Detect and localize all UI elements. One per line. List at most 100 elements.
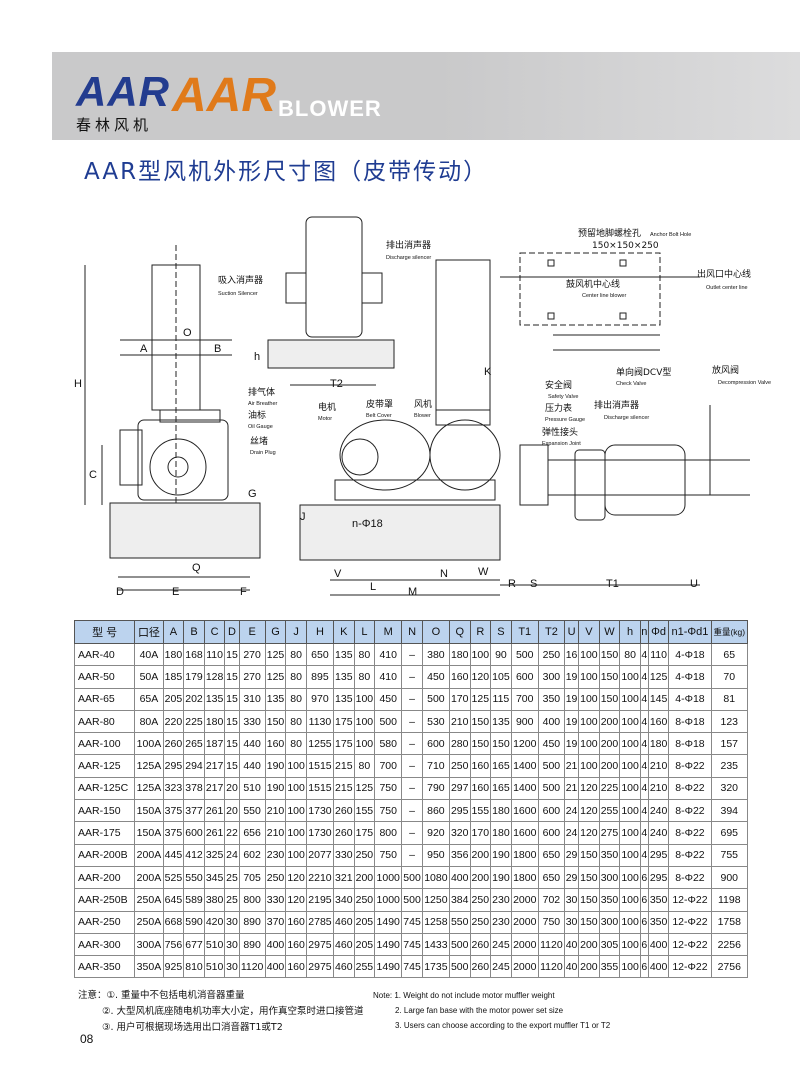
table-cell: 2000 xyxy=(510,955,539,979)
table-cell: 80 xyxy=(285,732,307,756)
table-cell: 150A xyxy=(134,799,164,823)
table-cell: 187 xyxy=(203,732,226,756)
table-cell: 450 xyxy=(421,665,450,689)
table-cell: 300A xyxy=(134,932,164,957)
table-cell: 1490 xyxy=(374,910,403,934)
table-cell: 1000 xyxy=(374,865,403,890)
table-cell: 24 xyxy=(563,799,580,823)
table-cell: 440 xyxy=(238,732,266,756)
dim-V: V xyxy=(334,568,342,580)
table-cell: 380 xyxy=(421,642,450,667)
table-cell: 100 xyxy=(469,642,492,667)
table-cell: 384 xyxy=(448,888,471,912)
table-cell: 600 xyxy=(510,665,539,689)
table-header-cell: T1 xyxy=(510,620,539,644)
table-cell: 4 xyxy=(639,665,649,689)
table-cell: 355 xyxy=(598,955,621,979)
table-cell: 160 xyxy=(469,754,492,778)
dim-C: C xyxy=(89,469,97,481)
note-cn-1: 注意：①. 重量中不包括电机消音器重量 xyxy=(78,990,245,1001)
table-cell: 500 xyxy=(401,888,423,912)
table-cell: 1250 xyxy=(421,888,450,912)
table-cell: 2975 xyxy=(305,955,334,979)
table-cell: 445 xyxy=(162,843,185,867)
logo-blower-text: BLOWER xyxy=(278,96,382,121)
table-cell: 125A xyxy=(134,754,164,778)
table-cell: 1433 xyxy=(421,932,450,957)
table-cell: 1515 xyxy=(305,754,334,778)
table-cell: 400 xyxy=(264,932,287,957)
table-cell: 1515 xyxy=(305,776,334,801)
table-cell: 240 xyxy=(647,821,670,845)
label-drain-plug-en: Drain Plug xyxy=(250,450,276,456)
dim-J: J xyxy=(300,511,306,523)
table-cell: 1120 xyxy=(537,955,566,979)
table-header-cell: T2 xyxy=(537,620,566,644)
table-cell: 600 xyxy=(537,821,566,845)
table-cell: 200 xyxy=(598,709,621,734)
table-cell: 30 xyxy=(224,932,240,957)
page-number: 08 xyxy=(80,1032,94,1046)
table-cell: 200 xyxy=(469,843,492,867)
table-header-cell: D xyxy=(224,620,240,644)
table-cell: 6 xyxy=(639,888,649,912)
table-cell: 650 xyxy=(537,843,566,867)
table-cell: 65 xyxy=(710,642,749,667)
table-cell: 135 xyxy=(264,687,287,711)
table-cell: 260 xyxy=(162,732,185,756)
table-cell: 2210 xyxy=(305,865,334,890)
table-cell: 1600 xyxy=(510,821,539,845)
table-cell: 250 xyxy=(469,910,492,934)
label-center-line-en: Center line blower xyxy=(582,293,626,299)
table-cell: 6 xyxy=(639,910,649,934)
dim-Q: Q xyxy=(192,562,201,574)
table-cell: 377 xyxy=(183,799,205,823)
table-cell: 175 xyxy=(332,732,355,756)
table-cell: 100A xyxy=(134,732,164,756)
table-cell: 100 xyxy=(619,865,641,890)
table-cell: 410 xyxy=(374,642,403,667)
dim-T1: T1 xyxy=(606,578,619,590)
table-cell: 25 xyxy=(224,888,240,912)
table-cell: 550 xyxy=(448,910,471,934)
model-cell: AAR-350 xyxy=(73,955,136,979)
table-cell: 180 xyxy=(162,642,185,667)
table-cell: 100 xyxy=(619,799,641,823)
dim-F: F xyxy=(240,586,247,598)
table-cell: 125 xyxy=(353,776,376,801)
table-cell: 375 xyxy=(162,821,185,845)
table-cell: 645 xyxy=(162,888,185,912)
model-cell: AAR-200 xyxy=(73,865,136,890)
table-cell: 320 xyxy=(710,776,749,801)
table-cell: 325 xyxy=(203,843,226,867)
table-cell: 800 xyxy=(374,821,403,845)
table-cell: 225 xyxy=(598,776,621,801)
table-cell: 120 xyxy=(469,665,492,689)
table-cell: 125 xyxy=(469,687,492,711)
table-cell: 668 xyxy=(162,910,185,934)
table-cell: 460 xyxy=(332,932,355,957)
table-cell: 160 xyxy=(285,932,307,957)
table-cell: 150 xyxy=(264,709,287,734)
table-cell: 4 xyxy=(639,776,649,801)
dim-W: W xyxy=(478,566,489,578)
table-cell: 602 xyxy=(238,843,266,867)
dim-K: K xyxy=(484,366,492,378)
label-safety-valve: 安全阀 xyxy=(545,379,572,391)
table-cell: 180 xyxy=(490,821,512,845)
table-cell: 295 xyxy=(162,754,185,778)
table-cell: 580 xyxy=(374,732,403,756)
table-cell: 30 xyxy=(563,888,580,912)
table-cell: 15 xyxy=(224,732,240,756)
table-cell: 125 xyxy=(264,642,287,667)
model-cell: AAR-125 xyxy=(73,754,136,778)
table-cell: 240 xyxy=(647,799,670,823)
foundation-middle xyxy=(299,504,501,561)
table-cell: 860 xyxy=(421,799,450,823)
table-cell: 400 xyxy=(264,955,287,979)
table-cell: 260 xyxy=(332,799,355,823)
